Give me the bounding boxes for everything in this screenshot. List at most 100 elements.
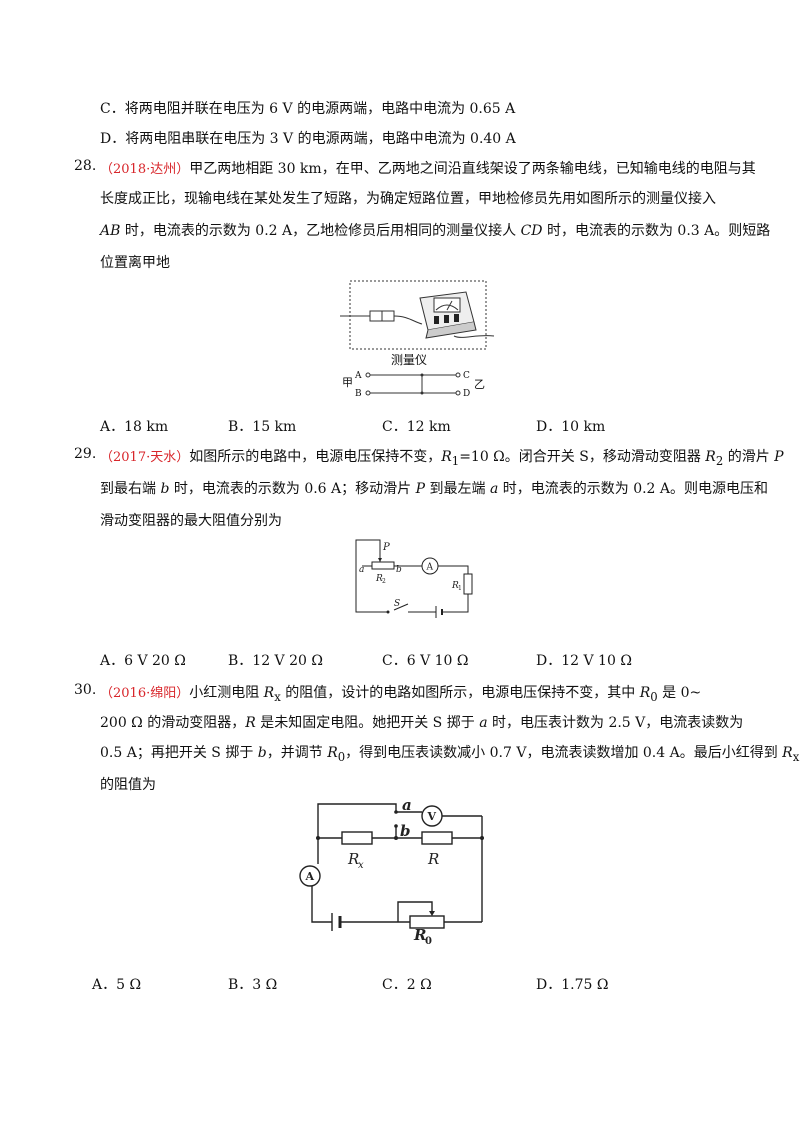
- circuit-diagram-29: A P a b R 2 R 1 S: [355, 539, 473, 618]
- option-d[interactable]: D．1.75 Ω: [536, 977, 609, 993]
- label-r0-sub: 0: [425, 936, 432, 944]
- question-text: 时，电流表的示数为 0.6 A；移动滑片: [169, 481, 416, 497]
- question-number: 29.: [74, 446, 97, 462]
- question-29-options: A．6 V 20 Ω B．12 V 20 Ω C．6 V 10 Ω D．12 V…: [100, 650, 720, 670]
- subscript: x: [792, 749, 800, 764]
- subscript: 0: [650, 689, 658, 704]
- label-yi: 乙: [474, 378, 485, 391]
- question-text: =10 Ω。闭合开关 S，移动滑动变阻器: [459, 449, 706, 465]
- var-p: P: [774, 449, 784, 465]
- var-rx: R: [263, 685, 275, 701]
- option-b[interactable]: B．12 V 20 Ω: [228, 653, 323, 669]
- question-text: 时，电流表的示数为 0.2 A，乙地检修员后用相同的测量仪接人: [120, 223, 521, 239]
- label-r2: R: [375, 574, 383, 584]
- q27-option-c: C．将两电阻并联在电压为 6 V 的电源两端，电路中电流为 0.65 A: [100, 101, 516, 117]
- var-r2: R: [705, 449, 716, 465]
- question-text: 到最左端: [425, 481, 490, 497]
- option-b[interactable]: B．3 Ω: [228, 977, 278, 993]
- question-text: 到最右端: [100, 481, 161, 497]
- label-b: B: [355, 389, 362, 399]
- question-30-options: A．5 Ω B．3 Ω C．2 Ω D．1.75 Ω: [92, 974, 720, 994]
- subscript: 0: [337, 749, 346, 764]
- option-d[interactable]: D．10 km: [536, 419, 606, 435]
- label-a: a: [402, 798, 412, 814]
- question-30-line-4: 的阻值为: [100, 777, 156, 793]
- figure-caption: 测量仪: [391, 353, 427, 367]
- question-text: 时，电流表的示数为 0.2 A。则电源电压和: [498, 481, 769, 497]
- var-cd: CD: [520, 223, 543, 239]
- option-a[interactable]: A．5 Ω: [92, 977, 142, 993]
- question-28-line-4: 位置离甲地: [100, 255, 170, 271]
- question-28-line-1: （2018·达州）甲乙两地相距 30 km，在甲、乙两地之间沿直线架设了两条输电…: [100, 158, 756, 178]
- voltmeter-icon: V: [427, 810, 437, 823]
- var-p: P: [415, 481, 426, 497]
- label-r2-sub: 2: [382, 578, 386, 585]
- question-text: 的滑片: [723, 449, 775, 465]
- measuring-instrument-figure: 测量仪 甲 A B C D 乙: [340, 280, 495, 399]
- label-r: R: [427, 850, 439, 868]
- label-rx-sub: x: [358, 860, 364, 871]
- question-text: ，得到电压表读数减小 0.7 V，电流表读数增加 0.4 A。最后小红得到: [345, 745, 783, 761]
- option-c[interactable]: C．2 Ω: [382, 977, 432, 993]
- question-text: 时，电压表计数为 2.5 V，电流表读数为: [487, 715, 744, 731]
- question-28-options: A．18 km B．15 km C．12 km D．10 km: [100, 416, 720, 436]
- var-rx: R: [782, 745, 793, 761]
- question-29-line-2: 到最右端 b 时，电流表的示数为 0.6 A；移动滑片 P 到最左端 a 时，电…: [100, 478, 768, 498]
- ammeter-icon: A: [426, 563, 434, 573]
- question-text: 如图所示的电路中，电源电压保持不变，: [189, 449, 442, 465]
- label-b: b: [396, 565, 402, 575]
- question-source: （2016·绵阳）: [100, 686, 190, 701]
- question-text: ，并调节: [266, 745, 328, 761]
- var-r1: R: [441, 449, 452, 465]
- option-b[interactable]: B．15 km: [228, 419, 297, 435]
- subscript: 2: [715, 453, 724, 468]
- label-r1-sub: 1: [458, 585, 462, 592]
- question-28-line-2: 长度成正比，现输电线在某处发生了短路，为确定短路位置，甲地检修员先用如图所示的测…: [100, 191, 716, 207]
- var-r0: R: [327, 745, 338, 761]
- option-d[interactable]: D．12 V 10 Ω: [536, 653, 632, 669]
- option-a[interactable]: A．6 V 20 Ω: [100, 653, 186, 669]
- label-a: a: [359, 565, 364, 575]
- var-a: a: [479, 715, 488, 731]
- question-29-line-1: （2017·天水）如图所示的电路中，电源电压保持不变，R1=10 Ω。闭合开关 …: [100, 446, 784, 468]
- question-text: 200 Ω 的滑动变阻器，: [100, 715, 246, 731]
- question-text: 时，电流表的示数为 0.3 A。则短路: [542, 223, 771, 239]
- option-a[interactable]: A．18 km: [100, 419, 169, 435]
- label-a: A: [354, 371, 362, 381]
- var-a: a: [489, 481, 499, 497]
- question-30-line-3: 0.5 A；再把开关 S 掷于 b，并调节 R0，得到电压表读数减小 0.7 V…: [100, 742, 799, 764]
- var-b: b: [257, 745, 267, 761]
- question-text: 的阻值，设计的电路如图所示，电源电压保持不变，其中: [280, 685, 640, 701]
- option-c[interactable]: C．6 V 10 Ω: [382, 653, 469, 669]
- label-p: P: [382, 542, 390, 553]
- question-text: 0.5 A；再把开关 S 掷于: [100, 745, 258, 761]
- subscript: 1: [451, 453, 460, 468]
- circuit-diagram-30: V a b R x R A R 0: [299, 798, 484, 944]
- label-d: D: [463, 389, 470, 399]
- question-29-line-3: 滑动变阻器的最大阻值分别为: [100, 513, 282, 529]
- question-text: 甲乙两地相距 30 km，在甲、乙两地之间沿直线架设了两条输电线，已知输电线的电…: [189, 161, 756, 177]
- var-b: b: [160, 481, 170, 497]
- question-source: （2018·达州）: [100, 162, 190, 177]
- var-r0: R: [639, 685, 651, 701]
- question-number: 28.: [74, 158, 97, 174]
- option-c[interactable]: C．12 km: [382, 419, 451, 435]
- ammeter-icon: A: [305, 870, 315, 883]
- question-30-line-1: （2016·绵阳）小红测电阻 Rx 的阻值，设计的电路如图所示，电源电压保持不变…: [100, 682, 701, 704]
- label-rx: R: [347, 850, 359, 868]
- label-r0: R: [413, 926, 426, 944]
- question-text: 是未知固定电阻。她把开关 S 掷于: [255, 715, 480, 731]
- question-30-line-2: 200 Ω 的滑动变阻器，R 是未知固定电阻。她把开关 S 掷于 a 时，电压表…: [100, 712, 743, 732]
- question-text: 小红测电阻: [189, 685, 264, 701]
- label-r1: R: [451, 581, 459, 591]
- question-text: 是 0~: [657, 685, 702, 701]
- question-source: （2017·天水）: [100, 450, 190, 465]
- label-jia: 甲: [342, 376, 353, 389]
- q27-option-d: D．将两电阻串联在电压为 3 V 的电源两端，电路中电流为 0.40 A: [100, 131, 516, 147]
- label-b: b: [400, 822, 411, 840]
- question-28-line-3: AB 时，电流表的示数为 0.2 A，乙地检修员后用相同的测量仪接人 CD 时，…: [100, 220, 770, 240]
- var-r: R: [245, 715, 256, 731]
- label-c: C: [463, 371, 470, 381]
- question-number: 30.: [74, 682, 97, 698]
- var-ab: AB: [100, 223, 121, 239]
